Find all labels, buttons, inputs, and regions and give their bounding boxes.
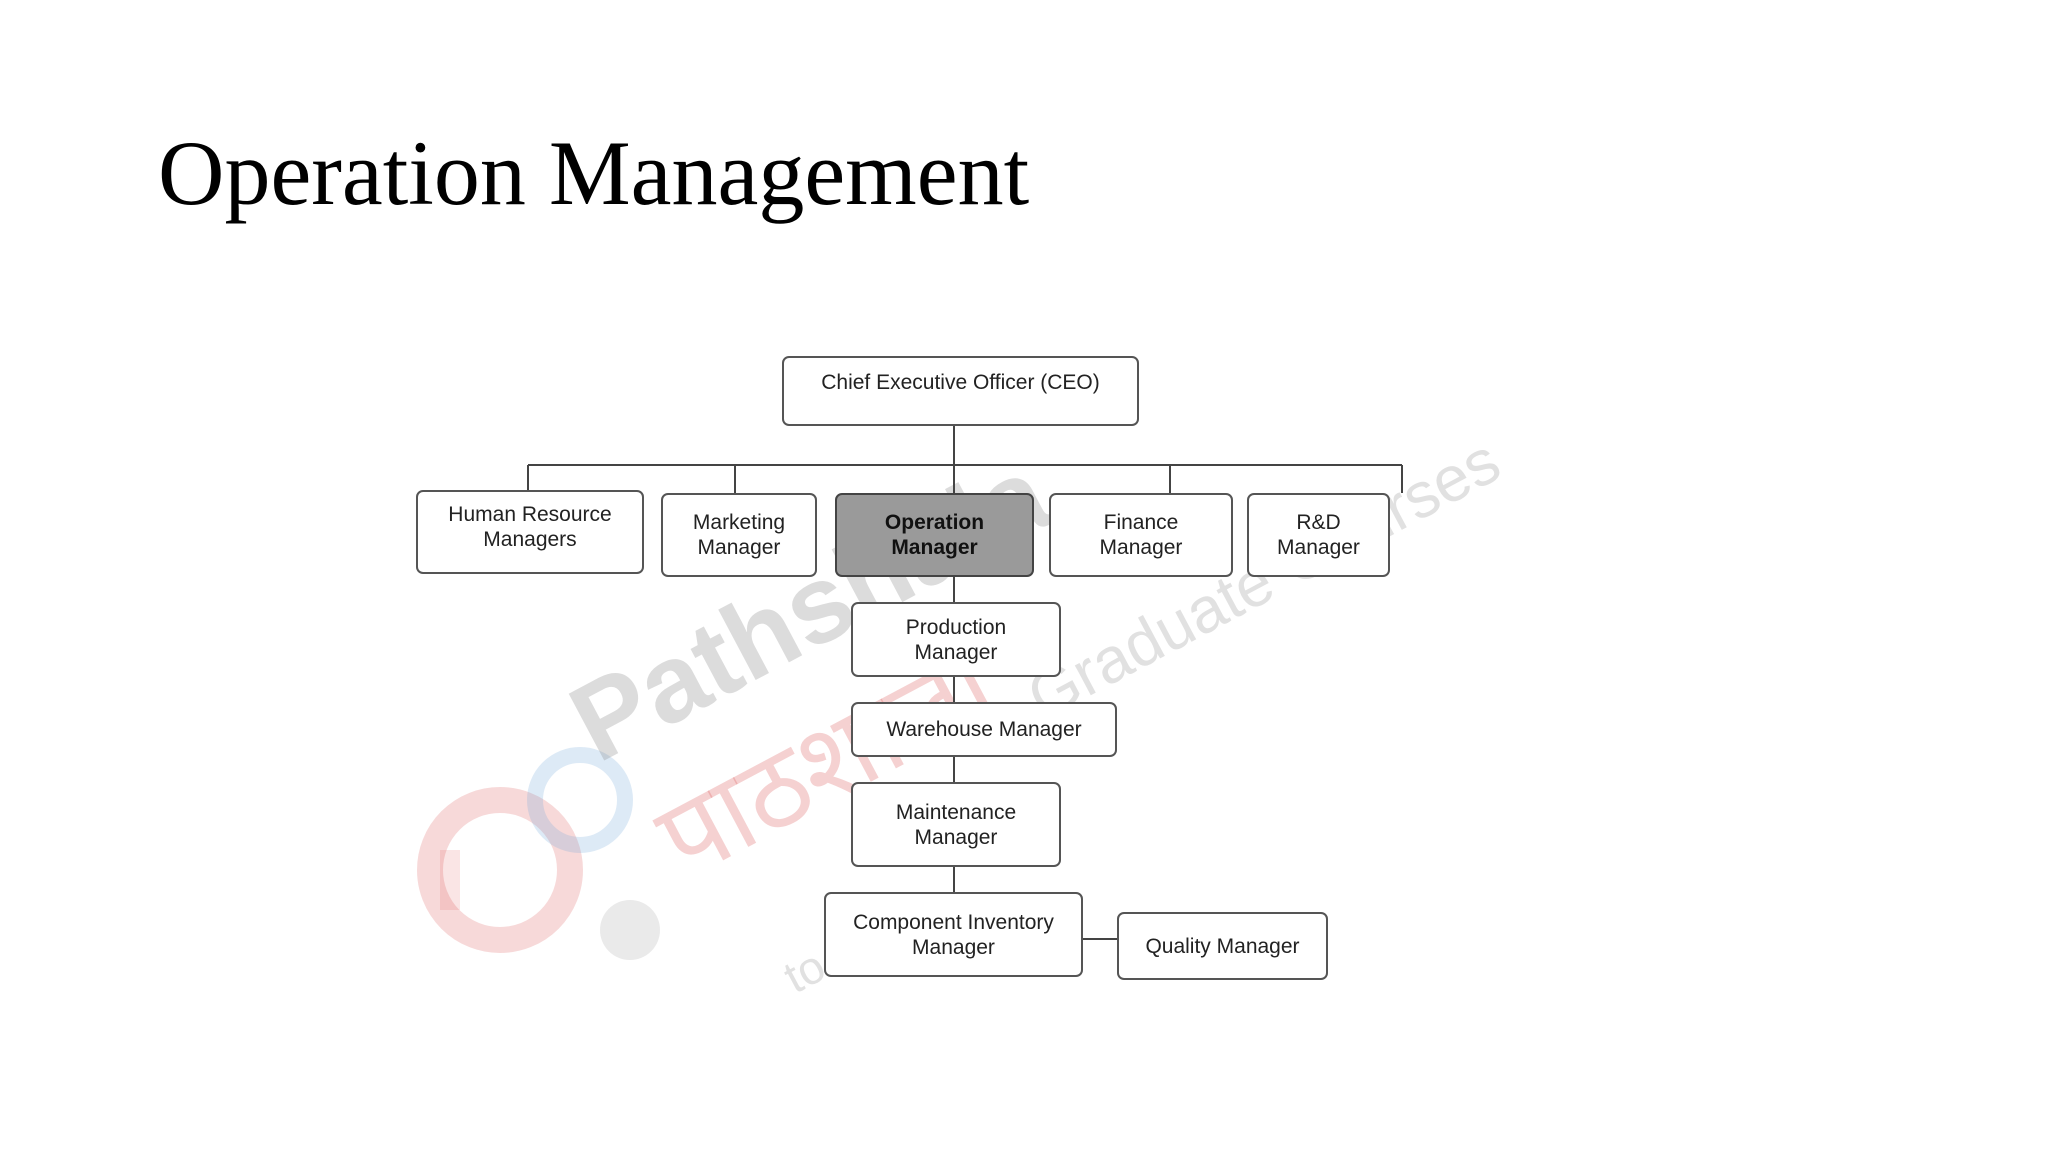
node-production: Production Manager xyxy=(851,602,1061,677)
node-finance-label: Finance Manager xyxy=(1099,511,1183,559)
node-human-resource: Human Resource Managers xyxy=(416,490,644,574)
node-rnd: R&D Manager xyxy=(1247,493,1390,577)
node-warehouse: Warehouse Manager xyxy=(851,702,1117,757)
node-rnd-label: R&D Manager xyxy=(1277,511,1360,559)
node-quality-label: Quality Manager xyxy=(1145,934,1300,958)
node-human-resource-label: Human Resource Managers xyxy=(448,503,612,551)
node-marketing-label: Marketing Manager xyxy=(692,511,786,559)
node-component-inventory: Component Inventory Manager xyxy=(824,892,1083,977)
slide-title: Operation Management xyxy=(158,122,1030,224)
node-maintenance-label: Maintenance Manager xyxy=(895,800,1017,849)
node-maintenance: Maintenance Manager xyxy=(851,782,1061,867)
watermark-logo xyxy=(417,747,660,960)
node-operation-label: Operation Manager xyxy=(884,511,985,559)
node-ceo: Chief Executive Officer (CEO) xyxy=(782,356,1139,426)
connector-lines xyxy=(527,424,1403,940)
node-warehouse-label: Warehouse Manager xyxy=(886,718,1082,741)
node-marketing: Marketing Manager xyxy=(661,493,817,577)
org-chart: Pathshala पाठशाला Graduate Courses to Ch… xyxy=(400,330,1520,1030)
node-operation: Operation Manager xyxy=(835,493,1034,577)
node-ceo-label: Chief Executive Officer (CEO) xyxy=(821,371,1100,394)
node-component-inventory-label: Component Inventory Manager xyxy=(853,910,1054,959)
node-quality: Quality Manager xyxy=(1117,912,1328,980)
node-finance: Finance Manager xyxy=(1049,493,1233,577)
node-production-label: Production Manager xyxy=(905,615,1007,664)
